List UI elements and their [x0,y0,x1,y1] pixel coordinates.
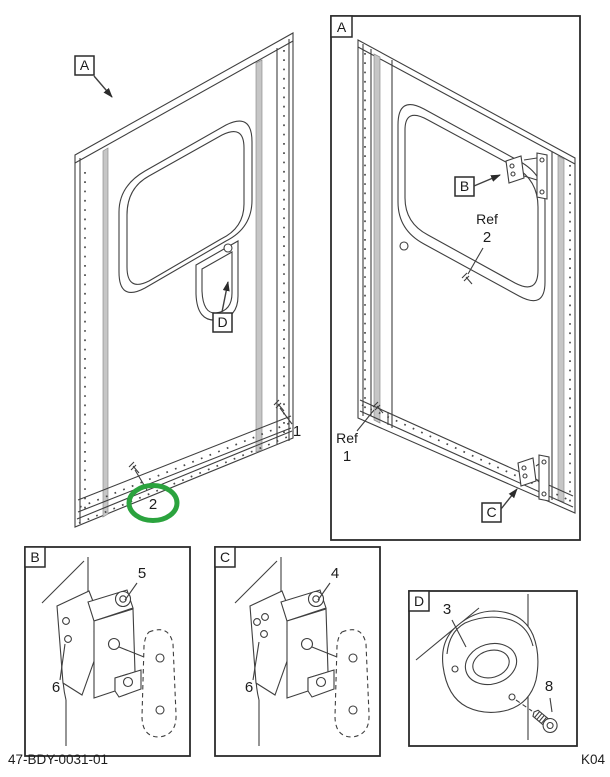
callout-2-text: 2 [149,496,157,513]
door-window [118,120,253,293]
leader-line [124,582,138,601]
view-label-c: C [481,488,518,523]
callout-6-text: 6 [52,679,60,696]
figure-border [214,546,381,757]
leader-line [59,643,66,681]
callout-6: 6 [52,643,66,696]
leader-line [467,247,484,275]
view-label-b: B [454,174,501,197]
view-label-d: D [212,281,233,333]
jamb-strip [557,155,565,503]
panel-hole [399,241,409,251]
screw-illustration [532,709,558,734]
figure-border [330,15,581,541]
exterior-door-figure: A D 1 2 [74,32,301,528]
ref-label: Ref [476,211,498,227]
leader-line [549,697,553,713]
callout-8: 8 [545,678,553,713]
jamb-strip [373,53,381,424]
view-label-c-text: C [486,504,496,520]
ref-label: Ref [336,430,358,446]
callout-8-text: 8 [545,678,553,695]
door-seam-strip [102,147,109,518]
cover-plate-detail-figure: D 3 8 [408,590,578,747]
plate-opening [464,642,518,686]
callout-3-text: 3 [443,601,451,618]
view-label-d-text: D [217,314,227,330]
label-arrow [473,174,501,187]
corner-label-a: A [337,19,347,35]
callout-1-text: 1 [293,423,301,440]
view-label-a-text: A [80,57,90,73]
door-outline [74,32,294,528]
interior-door-figure: A [330,15,581,541]
ref-number: 1 [343,448,351,465]
corner-label-b: B [30,549,39,565]
page-code: K04 [580,752,605,767]
callout-4: 4 [317,565,339,601]
callout-6-text: 6 [245,679,253,696]
view-label-b-text: B [460,178,469,194]
label-arrow [221,281,230,313]
leader-line [317,582,331,601]
label-arrow [500,488,518,510]
door-seam-strip [255,59,263,453]
upper-hinge [505,152,548,200]
ref-callout-lower: Ref 1 [336,401,384,465]
ref-callout-upper: Ref 2 [461,211,498,285]
callout-5-text: 5 [138,565,146,582]
hinge-illustration [249,589,370,738]
label-arrow [93,75,113,98]
hinge-detail-b-figure: B 5 6 [24,546,191,757]
view-label-a: A [74,55,113,98]
callout-4-text: 4 [331,565,339,582]
hinge-illustration [56,589,177,738]
door-outline [357,39,576,514]
corner-label-d: D [414,593,424,609]
cover-plate-hole [223,243,233,253]
corner-label-c: C [220,549,230,565]
leader-line [356,409,375,432]
lower-hinge [517,454,550,502]
door-window [397,104,546,302]
leader-line [252,641,260,681]
figure-border [408,590,578,747]
callout-3: 3 [443,601,467,648]
callout-1: 1 [273,399,301,440]
rivet-row [79,422,291,508]
callout-5: 5 [124,565,146,601]
document-number: 47-BDY-0031-01 [8,752,109,767]
leader-line [451,619,467,648]
figure-border [24,546,191,757]
ref-number: 2 [483,229,491,246]
cover-plate [442,610,539,713]
leader-line [279,407,293,425]
rivet-row [361,404,572,502]
callout-6: 6 [245,641,260,696]
rivet-row [78,434,293,524]
hinge-detail-c-figure: C 4 6 [214,546,381,757]
highlight-ellipse [126,483,180,523]
callout-2: 2 [126,461,180,523]
